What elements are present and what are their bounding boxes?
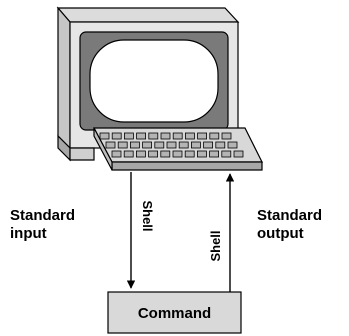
- key-icon: [196, 150, 207, 158]
- key-icon: [178, 141, 189, 149]
- key-icon: [154, 141, 165, 149]
- key-icon: [129, 141, 140, 149]
- key-icon: [227, 141, 238, 149]
- right-shell-label: Shell: [208, 230, 223, 261]
- key-icon: [105, 141, 116, 149]
- computer-terminal-icon: [56, 6, 263, 171]
- key-icon: [172, 150, 183, 158]
- screen: [89, 39, 219, 123]
- key-icon: [99, 132, 110, 140]
- key-icon: [111, 132, 122, 140]
- key-icon: [111, 150, 122, 158]
- key-icon: [221, 150, 232, 158]
- standard-output-label-line2: output: [257, 225, 304, 242]
- key-icon: [124, 132, 134, 140]
- key-icon: [135, 150, 146, 158]
- command-box: [107, 291, 242, 334]
- keyboard-left-edge: [93, 127, 113, 171]
- keyboard-front-edge: [111, 161, 263, 171]
- key-icon: [190, 141, 201, 149]
- key-icon: [166, 141, 177, 149]
- command-label: Command: [138, 305, 211, 322]
- key-icon: [142, 141, 153, 149]
- keyboard-keys: [99, 132, 244, 158]
- key-icon: [203, 141, 214, 149]
- key-icon: [209, 132, 220, 140]
- monitor-top: [56, 7, 240, 23]
- key-icon: [184, 150, 195, 158]
- key-icon: [160, 150, 171, 158]
- key-icon: [184, 132, 195, 140]
- standard-input-label-line2: input: [10, 225, 47, 242]
- key-icon: [197, 132, 208, 140]
- left-shell-label: Shell: [140, 200, 155, 231]
- key-icon: [209, 150, 220, 158]
- key-icon: [148, 132, 159, 140]
- standard-input-label-line1: Standard: [10, 207, 75, 224]
- key-icon: [215, 141, 226, 149]
- key-icon: [148, 150, 159, 158]
- key-icon: [172, 132, 183, 140]
- key-icon: [136, 132, 147, 140]
- key-icon: [221, 132, 232, 140]
- monitor-side: [57, 6, 71, 150]
- key-icon: [117, 141, 128, 149]
- standard-output-label-line1: Standard: [257, 207, 322, 224]
- key-icon: [160, 132, 171, 140]
- monitor-lower-front: [69, 147, 95, 161]
- key-icon: [233, 150, 244, 158]
- key-icon: [123, 150, 134, 158]
